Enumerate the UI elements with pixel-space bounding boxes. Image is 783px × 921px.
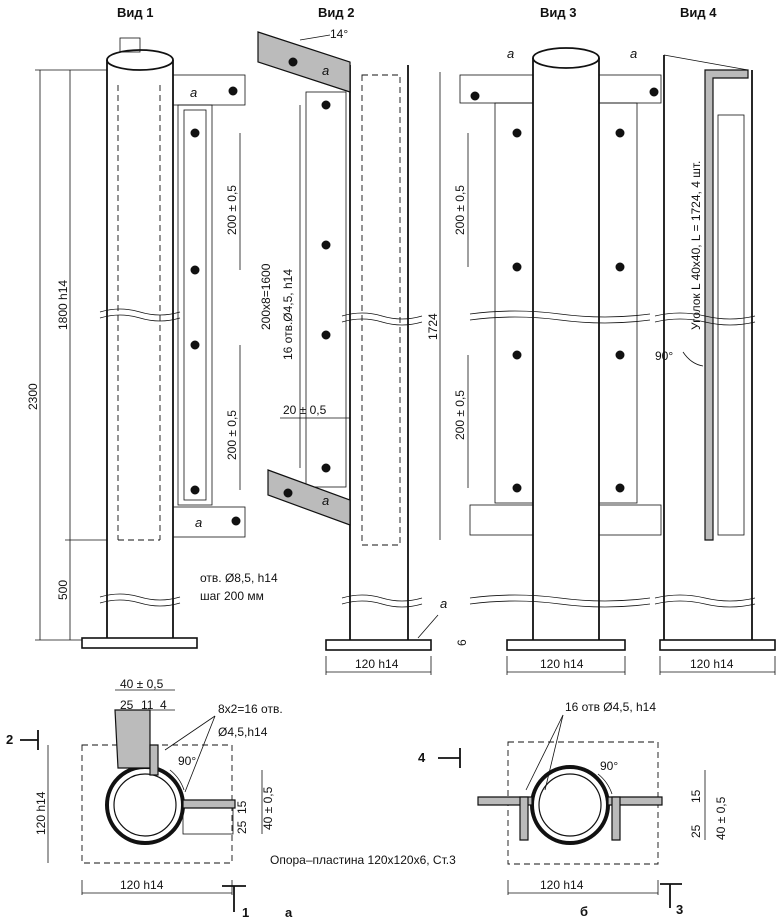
dim-20: 20 ± 0,5 <box>283 403 327 417</box>
note-holes-85: отв. Ø8,5, h14 <box>200 571 278 585</box>
note-step-200: шаг 200 мм <box>200 589 264 603</box>
view-3-lower-bracket <box>469 504 534 536</box>
view-4-title: Вид 4 <box>680 5 717 20</box>
dim-40-b: 40 ± 0,5 <box>714 796 728 840</box>
dim-1724: 1724 <box>426 313 440 340</box>
view-1-title: Вид 1 <box>117 5 153 20</box>
dim-2300: 2300 <box>26 383 40 410</box>
weld-label-a: a <box>195 515 202 530</box>
note-corner: Уголок L 40x40, L = 1724, 4 шт. <box>689 161 703 330</box>
view-4-angle-profile <box>704 69 749 541</box>
dim-11-top: 11 <box>141 698 154 712</box>
view-1-lower-bracket <box>172 506 246 538</box>
weld-label-a: a <box>190 85 197 100</box>
section-marker-4: 4 <box>418 750 426 765</box>
view-1: a a 2300 1800 h14 500 200 ± 0,5 200 ± 0,… <box>26 37 278 649</box>
dim-15-right: 15 <box>235 800 249 814</box>
section-marker-2: 2 <box>6 732 13 747</box>
figure-label-a: а <box>285 905 293 920</box>
dim-40-top: 40 ± 0,5 <box>120 677 164 691</box>
dim-angle-90-sec-a: 90° <box>178 754 196 768</box>
weld-label-a: a <box>440 596 447 611</box>
dim-120-bottom-a: 120 h14 <box>120 878 164 892</box>
view-1-pipe-top <box>106 49 174 71</box>
view-2-base-plate <box>325 639 432 651</box>
view-2-top-bracket <box>257 31 351 93</box>
dim-base-120-view2: 120 h14 <box>355 657 399 671</box>
dim-base-thickness: 6 <box>455 639 469 646</box>
dim-15-b: 15 <box>689 789 703 803</box>
dim-200-upper: 200 ± 0,5 <box>225 185 239 235</box>
dim-200-lower: 200 ± 0,5 <box>225 410 239 460</box>
weld-label-a: a <box>507 46 514 61</box>
dim-500: 500 <box>56 580 70 600</box>
view-2-bottom-bracket <box>267 469 351 526</box>
dim-25-b: 25 <box>689 824 703 838</box>
section-b: 16 отв Ø4,5, h14 90° 15 25 40 ± 0,5 120 … <box>418 700 728 919</box>
dim-120-left: 120 h14 <box>34 791 48 835</box>
section-marker-3: 3 <box>676 902 683 917</box>
dim-25-top: 25 <box>120 698 134 712</box>
dim-16-holes: 16 отв.Ø4,5, h14 <box>281 269 295 360</box>
section-marker-1: 1 <box>242 905 249 920</box>
weld-label-a: a <box>322 493 329 508</box>
weld-label-a: a <box>322 63 329 78</box>
view-1-hole <box>190 128 200 138</box>
view-3-upper-bracket <box>459 74 534 104</box>
view-1-hole <box>190 265 200 275</box>
note-8x2-holes: 8x2=16 отв. <box>218 702 283 716</box>
dim-40-right: 40 ± 0,5 <box>261 786 275 830</box>
view-3-right-strip <box>598 102 638 504</box>
dim-angle-14: 14° <box>330 27 348 41</box>
dim-4-top: 4 <box>160 698 167 712</box>
view-2: a 14° a 200x8=1600 16 отв.Ø4,5, h14 20 ±… <box>257 27 469 675</box>
view-3-base-plate <box>506 639 626 651</box>
dim-25-right: 25 <box>235 820 249 834</box>
dim-base-120-view4: 120 h14 <box>690 657 734 671</box>
view-1-hole <box>190 340 200 350</box>
section-a: 40 ± 0,5 25 11 4 8x2=16 отв. Ø4,5,h14 90… <box>6 677 293 920</box>
view-1-strip <box>177 104 213 506</box>
dim-200-v3-upper: 200 ± 0,5 <box>453 185 467 235</box>
view-3-title: Вид 3 <box>540 5 576 20</box>
figure-label-b: б <box>580 904 588 919</box>
dim-120-bottom-b: 120 h14 <box>540 878 584 892</box>
dim-200x8: 200x8=1600 <box>259 263 273 330</box>
view-4-base-plate <box>659 639 776 651</box>
note-16-holes-b: 16 отв Ø4,5, h14 <box>565 700 656 714</box>
weld-label-a: a <box>630 46 637 61</box>
dim-base-120-view3: 120 h14 <box>540 657 584 671</box>
view-3: a a 200 ± 0,5 200 ± 0,5 120 h14 <box>453 46 662 675</box>
view-1-base-plate <box>81 637 198 649</box>
view-1-hole <box>190 485 200 495</box>
note-d45-holes: Ø4,5,h14 <box>218 725 268 739</box>
dim-1800: 1800 h14 <box>56 280 70 330</box>
dim-angle-90-view4: 90° <box>655 349 673 363</box>
view-3-pipe-top <box>532 47 600 69</box>
view-2-strip <box>305 91 347 488</box>
view-2-title: Вид 2 <box>318 5 354 20</box>
view-4: Уголок L 40x40, L = 1724, 4 шт. 90° 120 … <box>654 54 776 675</box>
dim-200-v3-lower: 200 ± 0,5 <box>453 390 467 440</box>
view-3-left-strip <box>494 102 534 504</box>
dim-angle-90-sec-b: 90° <box>600 759 618 773</box>
note-support-plate: Опора–пластина 120x120x6, Ст.3 <box>270 853 456 867</box>
